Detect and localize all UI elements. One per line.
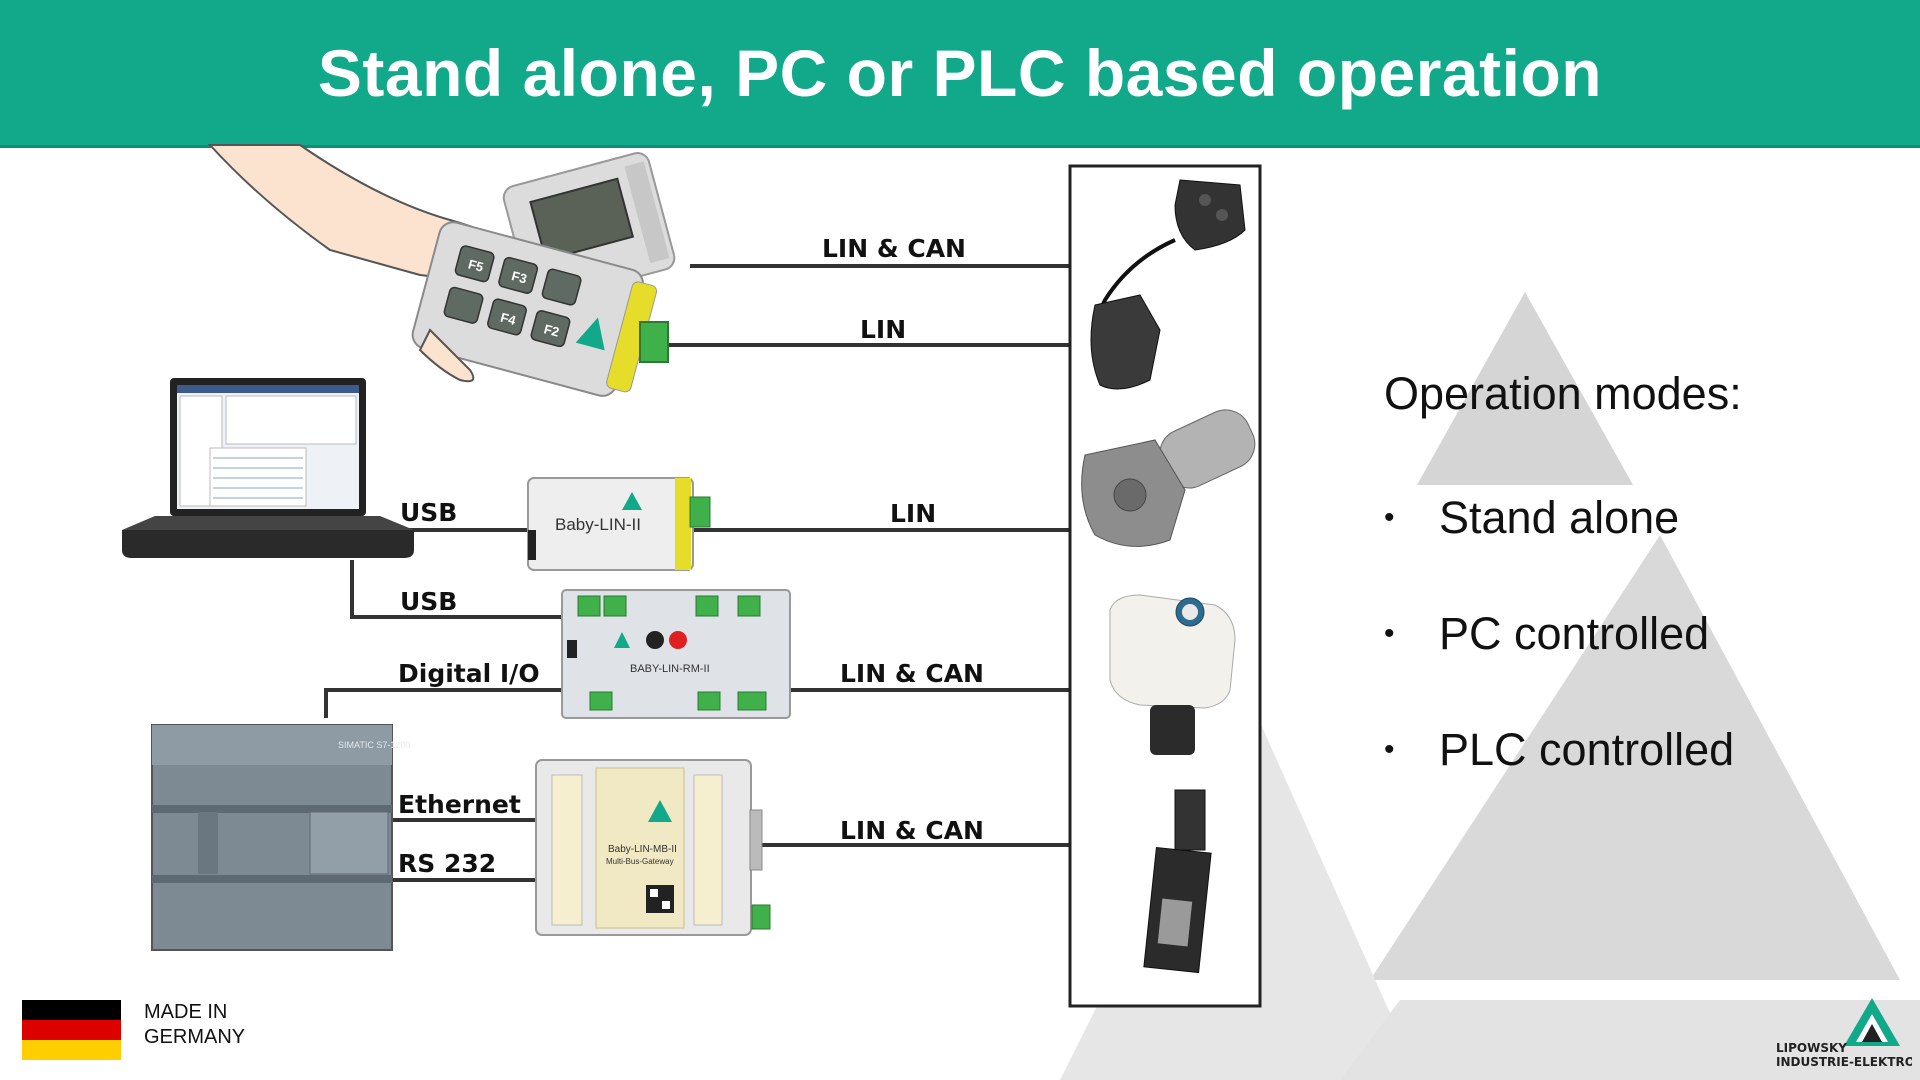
- label-handheld-lin-can: LIN & CAN: [822, 234, 966, 263]
- key-f5: F5: [467, 256, 486, 274]
- lipowsky-logo: LIPOWSKY INDUSTRIE-ELEKTRONIK: [1776, 998, 1912, 1069]
- plc-label: SIMATIC S7-1200: [338, 740, 410, 750]
- baby-lin-rm-ii-device: BABY-LIN-RM-II: [561, 589, 791, 719]
- label-handheld-lin: LIN: [860, 315, 906, 344]
- key-f4: F4: [499, 310, 518, 329]
- label-rm-lin-can: LIN & CAN: [840, 659, 984, 688]
- baby-lin-mb-ii-label: Baby-LIN-MB-II: [608, 844, 677, 855]
- sensor-ecu: [1109, 594, 1236, 755]
- laptop-pc: [122, 378, 414, 558]
- operation-modes-title: Operation modes:: [1384, 368, 1742, 419]
- mode-item: • PC controlled: [1384, 576, 1904, 692]
- logo-line1: LIPOWSKY: [1776, 1041, 1847, 1055]
- baby-lin-ii-label: Baby-LIN-II: [555, 515, 641, 534]
- logo-line2: INDUSTRIE-ELEKTRONIK: [1776, 1055, 1912, 1069]
- mode-label: PLC controlled: [1439, 724, 1735, 775]
- title-bar: Stand alone, PC or PLC based operation: [0, 0, 1920, 148]
- plc-siemens: SIMATIC S7-1200: [151, 724, 410, 951]
- handheld-device: F5 F3 F4 F2: [207, 144, 676, 397]
- bullet-icon: •: [1384, 733, 1395, 766]
- label-ethernet: Ethernet: [398, 790, 521, 819]
- bullet-icon: •: [1384, 501, 1395, 534]
- baby-lin-ii-device: Baby-LIN-II: [527, 477, 711, 571]
- operation-modes: Operation modes: • Stand alone • PC cont…: [1384, 368, 1904, 808]
- key-f3: F3: [510, 268, 529, 286]
- baby-lin-mb-ii-sublabel: Multi-Bus-Gateway: [606, 857, 674, 866]
- label-babylin-lin: LIN: [890, 499, 936, 528]
- mode-item: • Stand alone: [1384, 460, 1904, 576]
- label-mb-lin-can: LIN & CAN: [840, 816, 984, 845]
- label-rs232: RS 232: [398, 849, 496, 878]
- made-in-line2: GERMANY: [144, 1026, 246, 1048]
- bullet-icon: •: [1384, 617, 1395, 650]
- made-in-text: MADE IN GERMANY: [144, 1000, 245, 1050]
- baby-lin-rm-ii-label: BABY-LIN-RM-II: [630, 663, 710, 675]
- page-title: Stand alone, PC or PLC based operation: [317, 35, 1603, 110]
- connector-ecu: [1143, 789, 1212, 974]
- german-flag-icon: [22, 1000, 121, 1060]
- mode-label: Stand alone: [1439, 492, 1680, 543]
- wiper-motor-ecu: [1081, 409, 1256, 547]
- made-in-line1: MADE IN: [144, 1001, 228, 1023]
- label-usb-1: USB: [400, 498, 457, 527]
- baby-lin-mb-ii-device: Baby-LIN-MB-II Multi-Bus-Gateway: [535, 759, 771, 936]
- steering-switch-ecu: [1090, 179, 1246, 390]
- label-usb-2: USB: [400, 587, 457, 616]
- mode-label: PC controlled: [1439, 608, 1710, 659]
- key-f2: F2: [542, 321, 561, 339]
- mode-item: • PLC controlled: [1384, 692, 1904, 808]
- label-digital-io: Digital I/O: [398, 659, 540, 688]
